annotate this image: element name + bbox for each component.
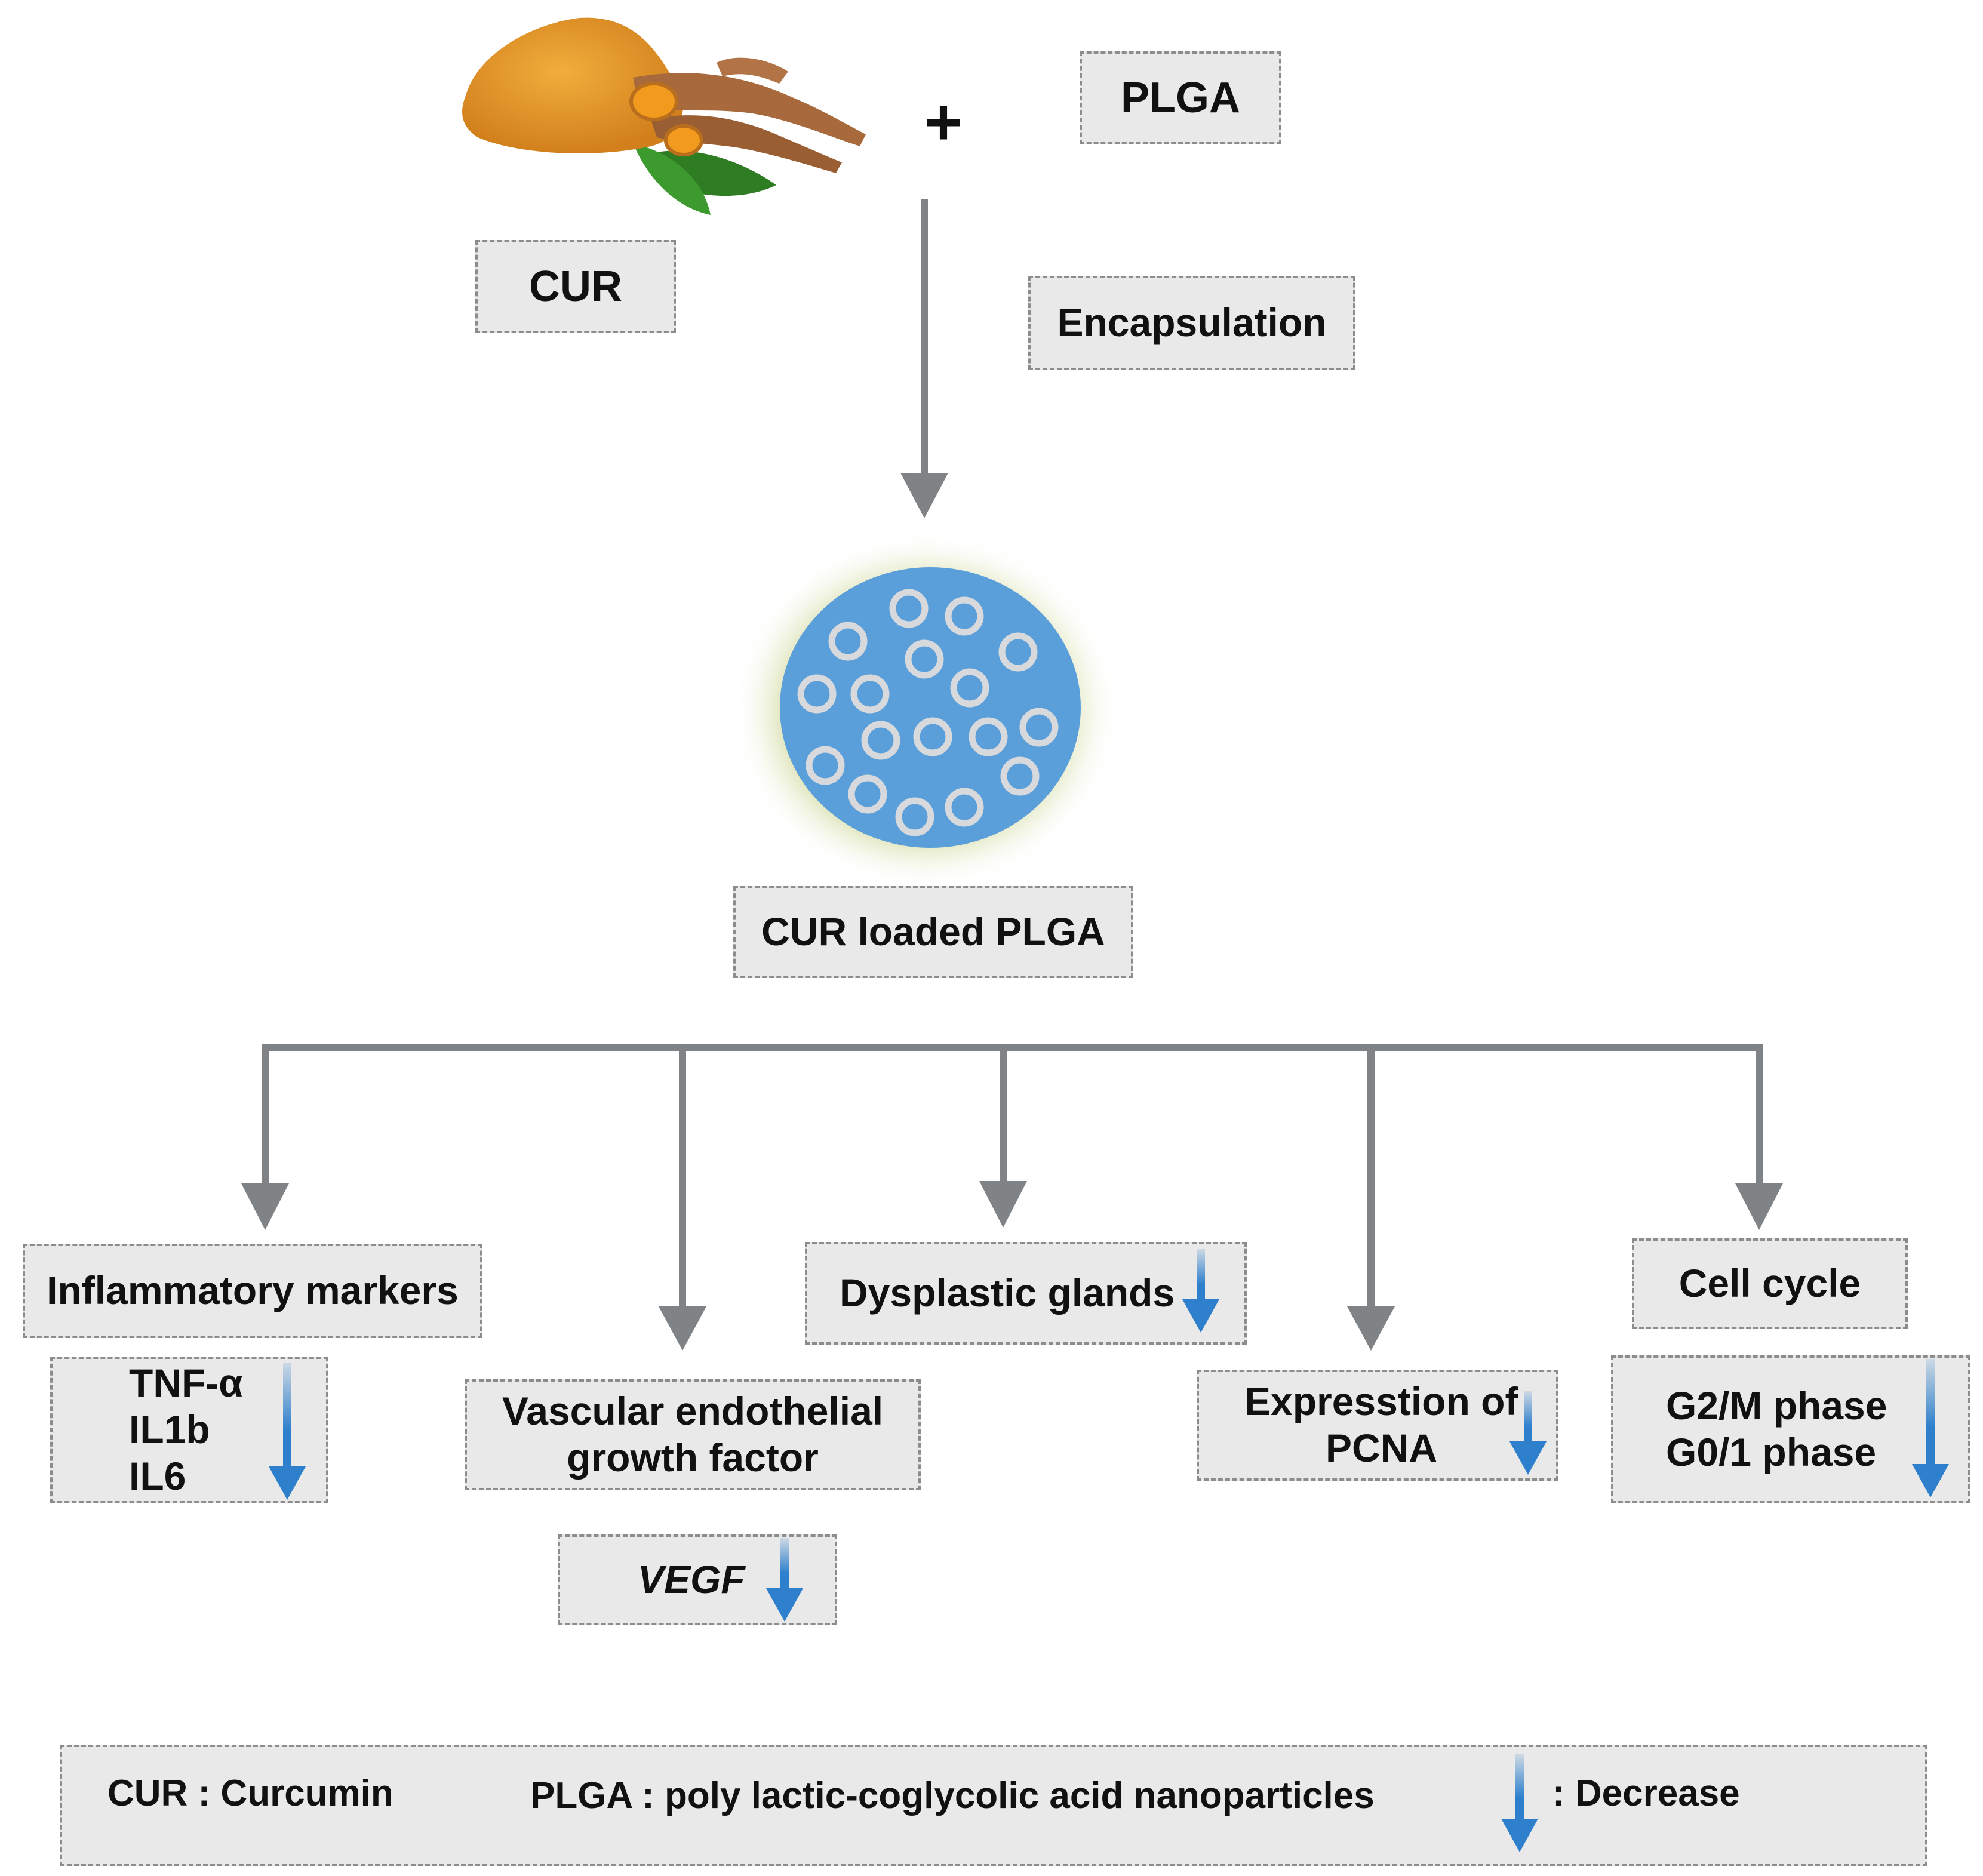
decrease-arrow-vegf [766, 1538, 803, 1622]
encapsulation-label: Encapsulation [1057, 300, 1327, 345]
turmeric-root-3 [717, 57, 788, 84]
plus-sign: + [924, 85, 963, 159]
arrowhead-inflammatory [241, 1183, 289, 1230]
vascular-title-line1: Vascular endothelial [502, 1389, 884, 1434]
marker-tnf-alpha: TNF-α [129, 1361, 243, 1406]
decrease-arrow-inflammatory [269, 1363, 306, 1500]
cur-loaded-plga-nanoparticle [731, 531, 1120, 884]
pcna-line1: Expresstion of [1244, 1379, 1518, 1424]
pcna-expression-box: Expresstion of PCNA [1197, 1370, 1558, 1481]
cur-loaded-plga-label: CUR loaded PLGA [761, 909, 1105, 954]
vascular-growth-factor-box: Vascular endothelial growth factor [465, 1379, 921, 1490]
root-cut-face-1 [629, 82, 678, 121]
legend-cur: CUR : Curcumin [107, 1773, 393, 1814]
vegf-box: VEGF [558, 1534, 837, 1625]
arrowhead-vascular [659, 1306, 706, 1351]
vegf-label: VEGF [638, 1557, 745, 1602]
encapsulated-curcumin-droplets [797, 589, 1059, 836]
dysplastic-glands-title: Dysplastic glands [840, 1271, 1175, 1315]
cell-cycle-box: Cell cycle [1632, 1238, 1908, 1329]
arrowhead-cell-cycle [1735, 1183, 1783, 1230]
inflammatory-markers-box: Inflammatory markers [23, 1244, 482, 1338]
encapsulation-arrowhead [900, 473, 948, 518]
marker-il1b: IL1b [129, 1407, 210, 1452]
vascular-title-line2: growth factor [567, 1435, 819, 1480]
cur-loaded-plga-box: CUR loaded PLGA [733, 886, 1133, 978]
arrowhead-dysplastic [979, 1181, 1027, 1228]
pcna-line2: PCNA [1326, 1426, 1438, 1470]
root-cut-face-2 [664, 124, 703, 156]
cell-cycle-title: Cell cycle [1678, 1261, 1861, 1306]
decrease-arrow-cell-cycle [1912, 1359, 1949, 1497]
inflammatory-markers-title: Inflammatory markers [47, 1268, 459, 1313]
phase-g01: G0/1 phase [1666, 1430, 1877, 1474]
cur-box: CUR [475, 240, 676, 333]
phase-g2m: G2/M phase [1666, 1383, 1887, 1428]
cell-cycle-phases-list: G2/M phase G0/1 phase [1666, 1383, 1887, 1476]
decrease-arrow-dysplastic [1182, 1249, 1219, 1333]
cell-cycle-phases-box: G2/M phase G0/1 phase [1611, 1355, 1970, 1503]
curcumin-powder [462, 17, 683, 154]
decrease-arrow-pcna [1509, 1391, 1547, 1475]
legend-plga: PLGA : poly lactic-coglycolic acid nanop… [530, 1775, 1375, 1816]
plga-box: PLGA [1080, 51, 1281, 144]
encapsulation-box: Encapsulation [1028, 276, 1355, 370]
legend-decrease: : Decrease [1552, 1773, 1740, 1814]
turmeric-illustration [462, 17, 866, 215]
turmeric-root-2 [651, 115, 842, 173]
branch-bus [262, 1044, 1763, 1188]
turmeric-root-1 [633, 73, 866, 146]
arrowhead-pcna [1347, 1306, 1395, 1351]
plga-label: PLGA [1120, 73, 1240, 122]
leaf-front [633, 143, 711, 215]
inflammatory-markers-list: TNF-α IL1b IL6 [129, 1360, 243, 1500]
cur-label: CUR [529, 262, 622, 310]
legend-decrease-arrow-icon [1501, 1754, 1538, 1852]
dysplastic-glands-box: Dysplastic glands [805, 1242, 1247, 1345]
marker-il6: IL6 [129, 1453, 186, 1498]
legend-box [60, 1745, 1927, 1866]
